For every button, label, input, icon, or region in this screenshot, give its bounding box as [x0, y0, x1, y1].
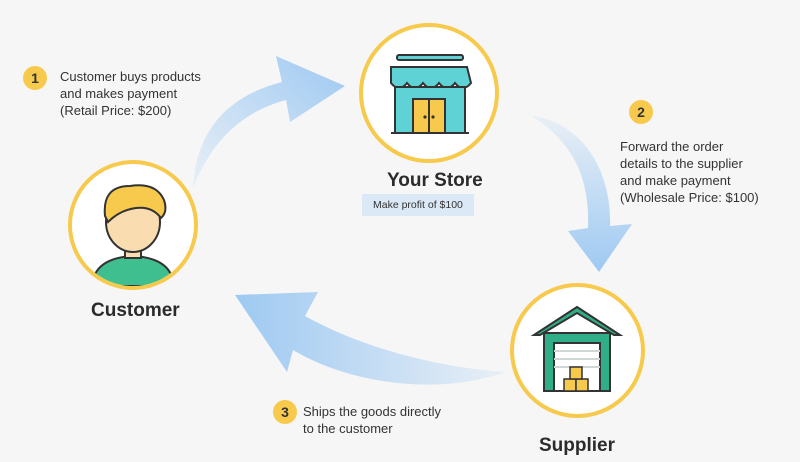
step-2-line-2: details to the supplier — [620, 156, 743, 171]
customer-label: Customer — [91, 300, 180, 321]
step-1-line-1: Customer buys products — [60, 69, 201, 84]
arrow-customer-to-store — [193, 56, 345, 188]
step-2-line-1: Forward the order — [620, 139, 724, 154]
storefront-icon — [390, 54, 473, 134]
step-1-text: Customer buys products and makes payment… — [60, 68, 201, 119]
store-circle — [359, 23, 499, 163]
store-label: Your Store — [387, 170, 483, 191]
step-3-badge: 3 — [273, 400, 297, 424]
step-2-line-4: (Wholesale Price: $100) — [620, 190, 759, 205]
step-2-text: Forward the order details to the supplie… — [620, 138, 759, 206]
step-1-line-3: (Retail Price: $200) — [60, 103, 172, 118]
supplier-label: Supplier — [539, 435, 616, 456]
person-avatar-icon — [90, 184, 176, 286]
step-2-line-3: and make payment — [620, 173, 731, 188]
arrow-supplier-to-customer — [235, 292, 506, 385]
warehouse-icon — [530, 305, 624, 392]
step-3-line-2: to the customer — [303, 421, 393, 436]
step-3-line-1: Ships the goods directly — [303, 404, 442, 419]
profit-note: Make profit of $100 — [362, 194, 474, 216]
step-1-badge: 1 — [23, 66, 47, 90]
arrow-store-to-supplier — [532, 116, 632, 272]
customer-circle — [68, 160, 198, 290]
step-2-badge: 2 — [629, 100, 653, 124]
step-1-line-2: and makes payment — [60, 86, 178, 101]
supplier-circle — [510, 283, 645, 418]
step-3-text: Ships the goods directly to the customer — [303, 403, 441, 437]
